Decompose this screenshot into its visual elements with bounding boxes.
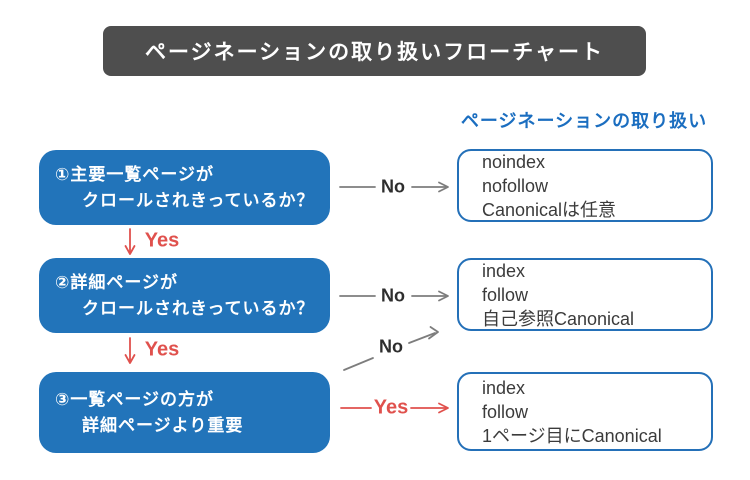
question-2-line-2: クロールされきっているか？ xyxy=(82,298,315,318)
question-box-1: ①主要一覧ページが クロールされきっているか？ xyxy=(39,150,330,225)
outcome-3-line-2: follow xyxy=(482,401,529,422)
no-label-3: No xyxy=(379,336,403,357)
outcome-2-line-3: 自己参照Canonical xyxy=(482,308,635,329)
outcome-box-1: noindex nofollow Canonicalは任意 xyxy=(457,149,713,222)
outcome-1-line-1: noindex xyxy=(482,151,546,172)
outcome-3-line-1: index xyxy=(482,377,526,398)
no-label-2: No xyxy=(381,285,405,306)
page-title: ページネーションの取り扱いフローチャート xyxy=(103,26,646,76)
question-box-2: ②詳細ページが クロールされきっているか？ xyxy=(39,258,330,333)
question-3-line-1: ③一覧ページの方が xyxy=(55,389,215,409)
outcome-3-line-3: 1ページ目にCanonical xyxy=(482,425,662,446)
no-label-1: No xyxy=(381,176,405,197)
question-1-line-1: ①主要一覧ページが xyxy=(55,164,215,184)
yes-label-1: Yes xyxy=(144,229,180,252)
outcome-1-line-2: nofollow xyxy=(482,175,549,196)
outcome-2-line-1: index xyxy=(482,260,526,281)
question-2-line-1: ②詳細ページが xyxy=(55,272,179,292)
yes-label-2: Yes xyxy=(144,338,180,361)
question-1-line-2: クロールされきっているか？ xyxy=(82,190,315,210)
outcome-box-3: index follow 1ページ目にCanonical xyxy=(457,372,713,451)
right-column-header: ページネーションの取り扱い xyxy=(460,111,708,131)
yes-arrow-2 xyxy=(124,337,136,364)
question-3-line-2: 詳細ページより重要 xyxy=(82,415,244,435)
outcome-1-line-3: Canonicalは任意 xyxy=(482,199,617,220)
outcome-box-2: index follow 自己参照Canonical xyxy=(457,258,713,331)
outcome-2-line-2: follow xyxy=(482,284,529,305)
yes-label-3: Yes xyxy=(373,396,409,419)
yes-arrow-1 xyxy=(124,228,136,255)
question-box-3: ③一覧ページの方が 詳細ページより重要 xyxy=(39,372,330,453)
